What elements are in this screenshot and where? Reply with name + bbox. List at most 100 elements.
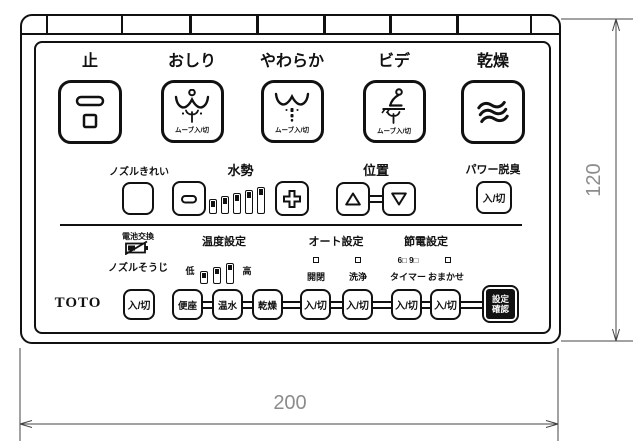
timer-button-text: 入/切: [395, 301, 418, 312]
yawaraka-button-label: やわらか: [260, 53, 325, 70]
remote-body: 止 おしり: [20, 14, 561, 344]
timer-marks: 6□ 9□: [397, 256, 419, 265]
strip-tick: [389, 16, 392, 33]
temperature-label: 温度設定: [202, 236, 246, 248]
confirm-line2: 確認: [491, 304, 509, 314]
temp-connector: [202, 301, 213, 309]
chain-connector: [283, 301, 300, 309]
auto-setting-label: オート設定: [308, 236, 364, 248]
yawaraka-move-label: ムーブ入/切: [275, 127, 309, 134]
auto-wash-button[interactable]: 入/切: [342, 289, 373, 320]
yawaraka-button[interactable]: ムーブ入/切: [260, 80, 324, 143]
plus-icon: [281, 188, 303, 210]
height-dimension-label: 120: [583, 163, 605, 197]
strip-tick: [189, 16, 192, 33]
confirm-button[interactable]: 設定 確認: [482, 285, 519, 323]
timer-label: タイマー: [389, 272, 426, 282]
bide-button[interactable]: ムーブ入/切: [362, 80, 426, 143]
water-level-indicator: [209, 183, 271, 214]
temp-level-indicator: [200, 261, 238, 284]
top-strip: [22, 33, 559, 35]
nozzle-clean-label: ノズルきれい: [109, 167, 169, 178]
timer-button[interactable]: 入/切: [391, 289, 422, 320]
level-bar: [213, 267, 221, 284]
omakase-indicator-square: [445, 257, 451, 263]
chain-connector: [461, 301, 482, 309]
position-up-button[interactable]: [336, 182, 370, 216]
strip-tick: [46, 16, 48, 33]
bide-move-label: ムーブ入/切: [377, 128, 411, 135]
strip-tick: [323, 16, 326, 33]
temp-connector: [242, 301, 253, 309]
position-connector: [370, 195, 382, 203]
level-bar: [221, 196, 229, 214]
chain-connector: [373, 301, 391, 309]
wash-indicator-square: [355, 257, 361, 263]
toto-logo: TOTO: [54, 295, 102, 311]
width-dimension-label: 200: [273, 392, 307, 414]
deodorizer-button[interactable]: 入/切: [476, 181, 512, 214]
auto-lid-button[interactable]: 入/切: [300, 289, 331, 320]
bide-icon: [374, 88, 414, 124]
minus-icon: [179, 189, 199, 209]
soft-spray-icon: [272, 89, 312, 123]
level-bar: [200, 271, 208, 284]
auto-wash-button-text: 入/切: [346, 301, 369, 312]
dryer-air-icon: [471, 95, 515, 129]
water-plus-button[interactable]: [275, 181, 309, 216]
stop-button-label: 止: [81, 53, 98, 70]
dry-button-label: 乾燥: [476, 53, 509, 70]
battery-icon: [125, 241, 149, 255]
triangle-up-icon: [344, 191, 362, 207]
nozzle-clean-button[interactable]: [122, 182, 154, 215]
seat-temp-button[interactable]: 便座: [172, 289, 203, 320]
omakase-button[interactable]: 入/切: [430, 289, 461, 320]
section-divider: [60, 224, 522, 226]
control-panel: 止 おしり: [34, 41, 551, 334]
level-bar: [209, 199, 217, 214]
nozzle-wash-label: ノズルそうじ: [108, 263, 168, 274]
omakase-label: おまかせ: [427, 272, 464, 282]
level-bar: [245, 190, 253, 214]
strip-tick: [121, 16, 123, 33]
strip-tick: [456, 16, 459, 33]
lid-label: 開閉: [306, 272, 325, 282]
bide-button-label: ビデ: [377, 53, 410, 70]
auto-lid-button-text: 入/切: [304, 301, 327, 312]
energy-setting-label: 節電設定: [404, 236, 448, 248]
seat-temp-button-text: 便座: [177, 300, 197, 312]
water-pressure-label: 水勢: [227, 163, 254, 178]
deodorizer-button-text: 入/切: [482, 194, 506, 205]
triangle-down-icon: [390, 191, 408, 207]
oshiri-spray-icon: [172, 89, 212, 123]
temp-high-label: 高: [242, 266, 252, 276]
oshiri-button[interactable]: ムーブ入/切: [160, 80, 224, 143]
stop-icon: [72, 90, 108, 134]
lid-indicator-square: [313, 257, 319, 263]
position-label: 位置: [362, 163, 389, 178]
water-temp-button-text: 温水: [217, 300, 237, 312]
wash-label: 洗浄: [348, 272, 367, 282]
strip-tick: [530, 16, 532, 33]
omakase-button-text: 入/切: [434, 301, 457, 312]
level-bar: [226, 263, 234, 284]
confirm-line1: 設定: [491, 293, 509, 304]
level-bar: [257, 187, 265, 214]
confirm-button-face: 設定 確認: [486, 289, 515, 319]
water-minus-button[interactable]: [172, 181, 206, 216]
dry-button[interactable]: [461, 80, 525, 144]
temp-low-label: 低: [185, 266, 195, 276]
battery-label: 電池交換: [122, 232, 154, 241]
nozzle-wash-button-text: 入/切: [127, 301, 151, 312]
chain-connector: [331, 301, 342, 309]
nozzle-wash-button[interactable]: 入/切: [123, 289, 155, 320]
oshiri-move-label: ムーブ入/切: [175, 127, 209, 134]
dry-temp-button[interactable]: 乾燥: [252, 289, 283, 320]
chain-connector: [422, 301, 430, 309]
stop-button[interactable]: [58, 80, 122, 144]
oshiri-button-label: おしり: [167, 53, 216, 70]
water-temp-button[interactable]: 温水: [212, 289, 243, 320]
position-down-button[interactable]: [382, 182, 416, 216]
